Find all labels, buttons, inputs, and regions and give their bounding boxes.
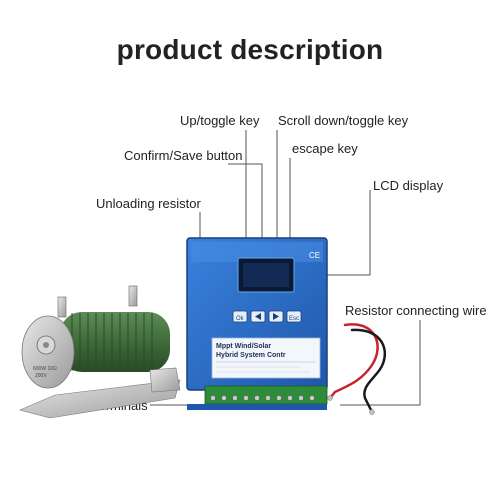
svg-text:600W 10Ω: 600W 10Ω [33,366,57,372]
info-panel [211,337,321,379]
callout-up-toggle-key: Up/toggle key [180,113,260,128]
page-title: product description [116,34,384,65]
right-arrow-icon [273,313,279,320]
terminal-strip [204,385,328,405]
unloading-resistor: 600W 10Ω 200V [19,285,181,419]
controller-unit: CE Ok Esc Mppt Wind/Solar Hybrid System … [186,237,328,410]
esc-button [286,310,302,323]
left-arrow-icon [255,313,261,320]
control-buttons: Ok Esc [232,310,302,323]
ok-button [232,310,248,323]
callout-resistor-connecting-wire: Resistor connecting wire [345,303,487,318]
callout-lcd-display: LCD display [373,178,444,193]
callout-confirm-save-button: Confirm/Save button [124,148,243,163]
callout-escape-key: escape key [292,141,358,156]
callout-scroll-down-toggle-key: Scroll down/toggle key [278,113,409,128]
svg-text:Esc: Esc [289,316,299,322]
svg-text:Ok: Ok [236,316,245,322]
ce-mark: CE [309,251,320,260]
resistor-connecting-wire [327,323,387,415]
svg-text:Hybrid System Contr: Hybrid System Contr [216,352,286,359]
svg-text:Mppt Wind/Solar: Mppt Wind/Solar [216,343,271,350]
svg-text:200V: 200V [35,373,47,379]
callout-unloading-resistor: Unloading resistor [96,196,201,211]
